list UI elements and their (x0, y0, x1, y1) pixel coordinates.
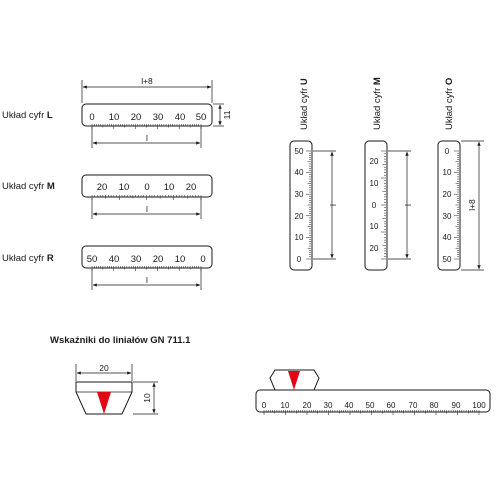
scale-number: 40 (295, 168, 304, 177)
dimension-length-M (91, 198, 202, 219)
layout-label-M: Układ cyfr M (2, 181, 55, 192)
dimension-pointer-width-label: 20 (99, 363, 109, 373)
ruler-M-numbers: 20 10 0 10 20 (97, 182, 197, 193)
scale-number: 20 (295, 212, 304, 221)
pointer-detail (75, 381, 133, 415)
ruler-M (81, 174, 213, 198)
ruler-O-ticks (454, 150, 459, 260)
scale-number: 20 (303, 401, 312, 410)
scale-number: 30 (443, 212, 452, 221)
scale-number: 10 (175, 254, 186, 265)
scale-number: 50 (295, 147, 304, 156)
dimension-length-R-label: l (146, 275, 148, 285)
dimension-overall-length-O (461, 140, 484, 271)
scale-number: 10 (443, 168, 452, 177)
ruler-M-vertical-ticks (381, 150, 386, 260)
ruler-O (437, 140, 461, 271)
scale-number: 0 (144, 182, 149, 193)
scale-number: 0 (445, 147, 450, 156)
dimension-length-L-label: l (146, 133, 148, 143)
scale-number: 50 (196, 112, 207, 123)
scale-number: 50 (443, 255, 452, 264)
scale-number: 10 (109, 112, 120, 123)
layout-label-U: Układ cyfr U (299, 78, 310, 130)
scale-number: 30 (131, 254, 142, 265)
ruler-R-ticks (91, 266, 202, 271)
scale-number: 0 (89, 112, 94, 123)
scale-number: 20 (97, 182, 108, 193)
dimension-length-M-vertical (388, 150, 411, 260)
pointers-title: Wskaźniki do liniałów GN 711.1 (50, 335, 191, 346)
long-ruler (255, 389, 491, 413)
scale-number: 20 (370, 157, 379, 166)
ruler-R (81, 245, 213, 269)
scale-number: 20 (186, 182, 197, 193)
scale-number: 0 (262, 401, 267, 410)
scale-number: 10 (281, 401, 290, 410)
layout-label-M-vertical: Układ cyfr M (372, 77, 383, 130)
scale-number: 30 (324, 401, 333, 410)
scale-number: 0 (372, 201, 377, 210)
scale-number: 30 (153, 112, 164, 123)
scale-number: 20 (443, 190, 452, 199)
dimension-pointer-height-label: 10 (142, 393, 152, 403)
scale-number: 20 (153, 254, 164, 265)
scale-number: 20 (131, 112, 142, 123)
scale-number: 90 (452, 401, 461, 410)
ruler-M-vertical-numbers: 20 10 0 10 20 (370, 157, 379, 253)
ruler-U (289, 140, 313, 271)
ruler-R-numbers: 50 40 30 20 10 0 (87, 254, 206, 265)
scale-number: 40 (345, 401, 354, 410)
scale-number: 30 (295, 190, 304, 199)
dimension-length-M-vertical-label: l (403, 204, 413, 206)
scale-number: 50 (87, 254, 98, 265)
scale-number: 10 (370, 179, 379, 188)
scale-number: 20 (370, 244, 379, 253)
dimension-overall-length-label: l+8 (141, 76, 153, 86)
scale-number: 10 (370, 222, 379, 231)
pointer-on-ruler (269, 369, 320, 391)
scale-number: 80 (430, 401, 439, 410)
ruler-O-numbers: 0 10 20 30 40 50 (443, 147, 452, 264)
dimension-height (213, 103, 224, 127)
ruler-M-vertical (364, 140, 388, 271)
layout-label-R: Układ cyfr R (2, 253, 54, 264)
scale-number: 60 (387, 401, 396, 410)
ruler-L-ticks (91, 124, 202, 129)
long-ruler-ticks (263, 410, 480, 415)
ruler-L-numbers: 0 10 20 30 40 50 (89, 112, 206, 123)
dimension-length-R (91, 269, 202, 290)
scale-number: 40 (175, 112, 186, 123)
dimension-length-U (313, 150, 336, 260)
layout-label-L: Układ cyfr L (2, 110, 53, 121)
dimension-height-label: 11 (222, 110, 232, 119)
scale-number: 50 (366, 401, 375, 410)
scale-number: 40 (443, 233, 452, 242)
dimension-pointer-width (75, 364, 133, 381)
long-ruler-numbers: 0 10 20 30 40 50 60 70 80 90 100 (262, 401, 486, 410)
scale-number: 0 (297, 255, 302, 264)
scale-number: 0 (200, 254, 205, 265)
dimension-pointer-height (133, 381, 158, 415)
pointer-red-mark-ruler (288, 371, 300, 390)
ruler-U-numbers: 50 40 30 20 10 0 (295, 147, 304, 264)
dimension-length-M-label: l (146, 204, 148, 214)
scale-number: 70 (409, 401, 418, 410)
layout-label-O: Układ cyfr O (444, 78, 455, 130)
ruler-L (81, 103, 213, 127)
scale-number: 100 (472, 401, 486, 410)
dimension-overall-length-O-label: l+8 (467, 199, 477, 211)
ruler-U-ticks (306, 150, 311, 260)
dimension-overall-length (81, 80, 213, 103)
scale-number: 40 (109, 254, 120, 265)
pointer-red-mark (97, 392, 111, 414)
dimension-length-L (91, 127, 202, 148)
scale-number: 10 (295, 233, 304, 242)
scale-number: 10 (119, 182, 130, 193)
dimension-length-U-label: l (328, 204, 338, 206)
scale-number: 10 (164, 182, 175, 193)
